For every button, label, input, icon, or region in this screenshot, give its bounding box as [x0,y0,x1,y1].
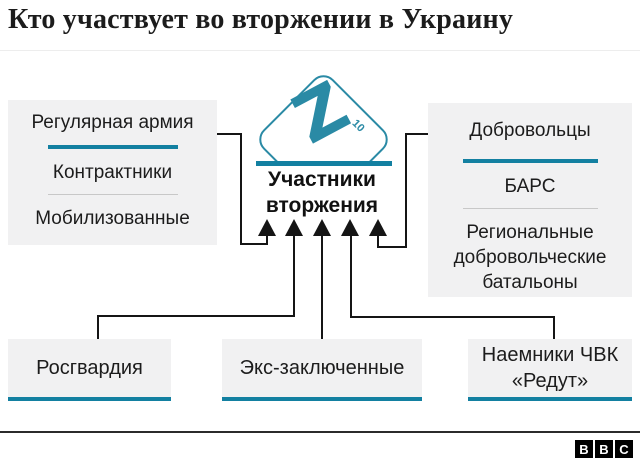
connector-line [350,316,555,318]
connector-line [553,316,555,339]
center-label-line2: вторжения [265,194,379,217]
box-rosgvardia: Росгвардия [8,339,171,401]
item-divider [462,208,598,209]
panel-regular-army: Регулярная армия Контрактники Мобилизова… [8,100,217,245]
box-ex-prisoners: Экс-заключенные [222,339,422,401]
panel-item: Контрактники [52,162,173,183]
connector-line [377,235,379,248]
box-label: Наемники ЧВК «Редут» [481,344,619,392]
title-divider [0,50,640,51]
box-label: Экс-заключенные [239,357,405,379]
connector-line [217,133,242,135]
center-label-line1: Участники [268,168,376,191]
arrow-up-icon [369,219,387,236]
box-mercenaries-redut: Наемники ЧВК «Редут» [468,339,632,401]
item-divider [47,194,178,195]
connector-line [240,243,268,245]
connector-line [378,246,407,248]
arrow-up-icon [258,219,276,236]
box-label: Росгвардия [36,357,143,379]
connector-line [293,235,295,317]
connector-line [97,315,99,339]
center-teal-bar [256,161,392,166]
panel-item: БАРС [504,176,556,197]
panel-item: Мобилизованные [35,208,190,229]
teal-rule [47,145,178,149]
panel-heading: Добровольцы [469,120,591,141]
bbc-logo-block: B [595,440,613,458]
connector-line [405,133,407,248]
footer-divider [0,431,640,433]
connector-line [405,133,428,135]
page-title: Кто участвует во вторжении в Украину [8,4,514,35]
connector-line [97,315,295,317]
bbc-logo-block: C [615,440,633,458]
z-emblem: Z 10 [245,58,405,162]
connector-line [266,235,268,245]
arrow-up-icon [341,219,359,236]
arrow-up-icon [313,219,331,236]
bbc-logo-block: B [575,440,593,458]
panel-volunteers: Добровольцы БАРС Региональные добровольч… [428,103,632,297]
connector-line [321,235,323,339]
panel-heading: Регулярная армия [31,112,194,133]
connector-line [350,235,352,318]
arrow-up-icon [285,219,303,236]
connector-line [240,133,242,245]
panel-item: Региональные добровольческие батальоны [453,222,607,293]
teal-rule [462,159,598,163]
